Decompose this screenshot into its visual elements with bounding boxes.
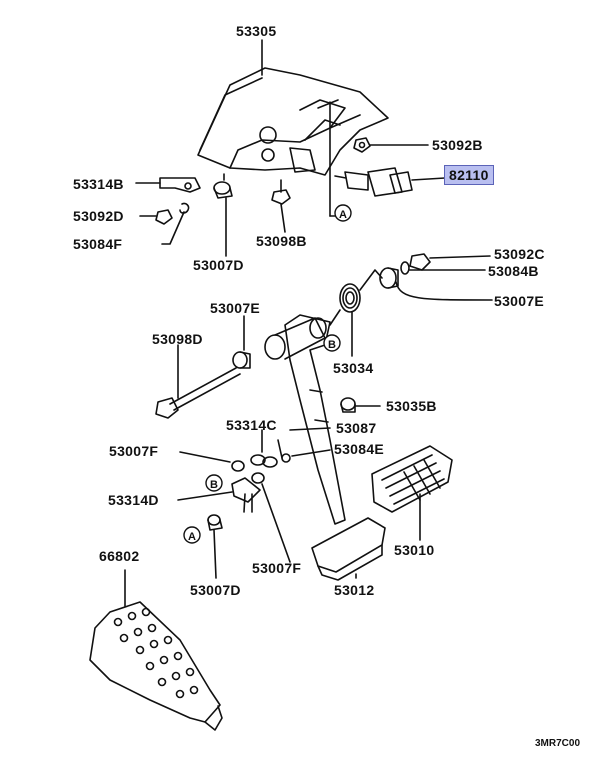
bushing-53007d-bottom [207,514,223,579]
label-53010: 53010 [394,542,435,558]
pedal-bracket [197,67,389,217]
bushing-53007e-left [232,315,251,369]
label-53035b: 53035B [386,398,437,414]
label-53092c: 53092C [494,246,545,262]
label-53098b: 53098B [256,233,307,249]
label-53034: 53034 [333,360,374,376]
label-53087: 53087 [336,420,377,436]
washer-53084b [400,261,410,275]
nut-53092b [353,137,429,153]
pedal-pad [311,517,386,581]
label-53305: 53305 [236,23,277,39]
callout-b-bottom: B [205,474,223,492]
label-53007f-bottom: 53007F [252,560,302,576]
bolt-53098b [271,179,291,233]
stopper-53035b [340,397,381,413]
stop-lamp-switch [334,167,446,197]
bushing-53007e-right [379,267,493,301]
label-53007d-top: 53007D [193,257,244,273]
svg-text:A: A [339,209,347,221]
callout-b-top: B [323,334,341,352]
return-spring [329,269,383,357]
bushing-53007f-left [231,460,245,472]
label-53084b: 53084B [488,263,539,279]
diagram-code: 3MR7C00 [535,738,581,749]
nut-53092c [409,253,431,271]
label-53314d: 53314D [108,492,159,508]
label-53092d: 53092D [73,208,124,224]
bushing-53007f-bottom [251,472,265,484]
label-66802: 66802 [99,548,140,564]
label-53092b: 53092B [432,137,483,153]
label-53084f: 53084F [73,236,123,252]
label-53007f-left: 53007F [109,443,159,459]
pin-53314d [177,477,261,513]
nut-53092d [155,209,173,225]
svg-text:B: B [210,479,218,491]
bolt-53098d [155,344,241,419]
label-53007e-left: 53007E [210,300,261,316]
bushing-53007d-top [213,181,233,257]
callout-a-bottom: A [183,526,201,544]
brake-pedal-arm [264,314,346,525]
label-53314c: 53314C [226,417,277,433]
svg-text:B: B [328,339,336,351]
clip-53084f [179,202,190,214]
label-53007d-bottom: 53007D [190,582,241,598]
footrest-66802 [89,569,223,731]
label-82110-highlighted[interactable]: 82110 [444,165,494,185]
callout-a-top: A [334,204,352,222]
svg-text:A: A [188,531,196,543]
label-53084e: 53084E [334,441,385,457]
label-53098d: 53098D [152,331,203,347]
pin-53314b [135,177,201,193]
washers-53314c-group [250,427,331,468]
label-53007e-right: 53007E [494,293,545,309]
pedal-pad-cover [371,445,453,541]
label-53012: 53012 [334,582,375,598]
label-53314b: 53314B [73,176,124,192]
